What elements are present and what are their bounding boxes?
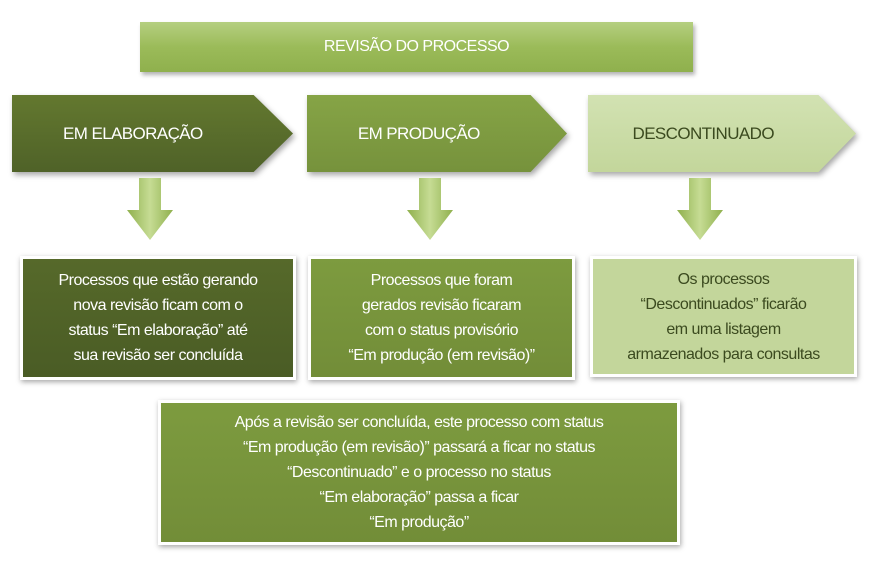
text-line: “Em produção” <box>369 514 469 531</box>
text-line: “Em produção (em revisão)” passará a fic… <box>243 439 595 456</box>
text-line: com o status provisório <box>364 322 519 339</box>
text-line: gerados revisão ficaram <box>361 297 522 314</box>
arrow-down-icon <box>127 178 173 240</box>
arrow-down-icon <box>407 178 453 240</box>
diagram-title: REVISÃO DO PROCESSO <box>140 22 693 72</box>
stage-label: EM ELABORAÇÃO <box>63 123 203 143</box>
stage-em-elaboracao: EM ELABORAÇÃO <box>12 95 293 172</box>
text-line: em uma listagem <box>666 320 781 338</box>
text-line: nova revisão ficam com o <box>73 297 243 314</box>
text-line: “Descontinuados” ficarão <box>640 295 807 313</box>
description-em-producao: Processos que foram gerados revisão fica… <box>308 256 575 380</box>
text-line: armazenados para consultas <box>627 345 820 363</box>
text-line: “Descontinuado” e o processo no status <box>287 464 551 481</box>
text-line: status “Em elaboração” até <box>68 322 248 339</box>
text-line: Processos que foram <box>370 272 513 289</box>
stage-em-producao: EM PRODUÇÃO <box>307 95 567 172</box>
text-line: Após a revisão ser concluída, este proce… <box>234 414 604 431</box>
arrow-down-icon <box>677 178 723 240</box>
stage-label: DESCONTINUADO <box>632 123 775 143</box>
stage-label: EM PRODUÇÃO <box>357 123 480 143</box>
title-text: REVISÃO DO PROCESSO <box>323 38 510 55</box>
stage-descontinuado: DESCONTINUADO <box>588 95 856 172</box>
description-descontinuado: Os processos “Descontinuados” ficarão em… <box>590 256 857 377</box>
text-line: “Em elaboração” passa a ficar <box>319 489 519 506</box>
text-line: “Em produção (em revisão)” <box>348 347 535 364</box>
text-line: Os processos <box>677 270 770 288</box>
text-line: sua revisão ser concluída <box>73 347 243 364</box>
summary-box: Após a revisão ser concluída, este proce… <box>158 400 680 545</box>
description-em-elaboracao: Processos que estão gerando nova revisão… <box>20 256 296 380</box>
text-line: Processos que estão gerando <box>58 272 258 289</box>
